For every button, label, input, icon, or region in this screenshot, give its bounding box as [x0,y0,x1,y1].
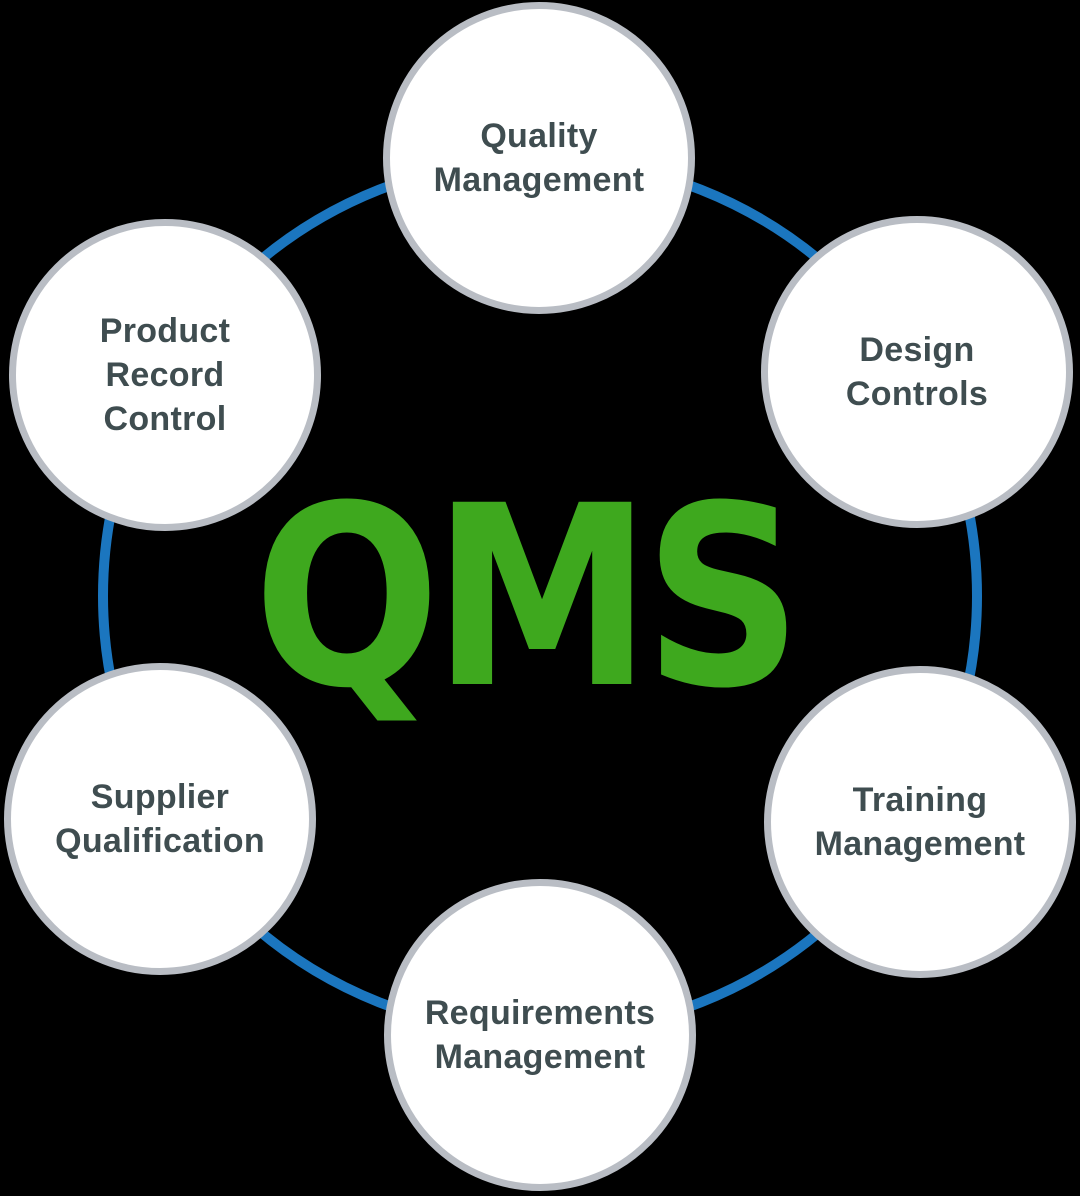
node-requirements-management: Requirements Management [384,879,696,1191]
node-requirements-management-label: Requirements Management [424,993,656,1076]
node-quality-management: Quality Management [383,2,695,314]
node-supplier-qualification-label: Supplier Qualification [55,777,265,860]
node-training-management-label: Training Management [814,780,1026,863]
node-supplier-qualification: Supplier Qualification [4,663,316,975]
node-product-record-control-label: Product Record Control [99,311,231,439]
node-design-controls: Design Controls [761,216,1073,528]
node-quality-management-label: Quality Management [433,116,645,199]
node-design-controls-label: Design Controls [845,330,989,413]
center-label-qms: QMS [253,452,802,743]
node-product-record-control: Product Record Control [9,219,321,531]
node-training-management: Training Management [764,666,1076,978]
